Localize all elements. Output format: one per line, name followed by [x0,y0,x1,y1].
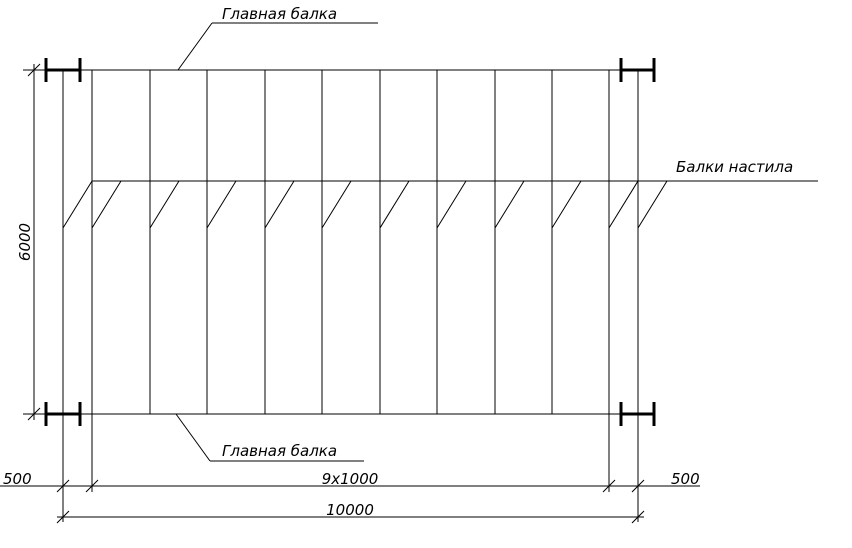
column-symbol-bottom-right [619,402,656,426]
dimension-middle-label: 9x1000 [322,470,379,488]
label-deck-beams: Балки настила [676,158,793,176]
dimension-right-offset-label: 500 [671,470,700,488]
dimension-left-offset-label: 500 [3,470,32,488]
dimension-total: 10000 [56,501,645,524]
section-hatch [62,180,668,229]
dimension-height-label: 6000 [16,223,34,261]
label-main-beam-top: Главная балка [222,5,337,23]
deck-beam-lines [62,70,639,522]
leader-main-beam-top: Главная балка [177,5,378,71]
leader-main-beam-bottom: Главная балка [175,413,364,462]
dimension-total-label: 10000 [326,501,374,519]
dimension-height: 6000 [16,63,46,421]
dimension-chain: 500 9x1000 500 [0,470,700,493]
label-main-beam-bottom: Главная балка [222,442,337,460]
column-symbol-top-right [619,58,656,82]
